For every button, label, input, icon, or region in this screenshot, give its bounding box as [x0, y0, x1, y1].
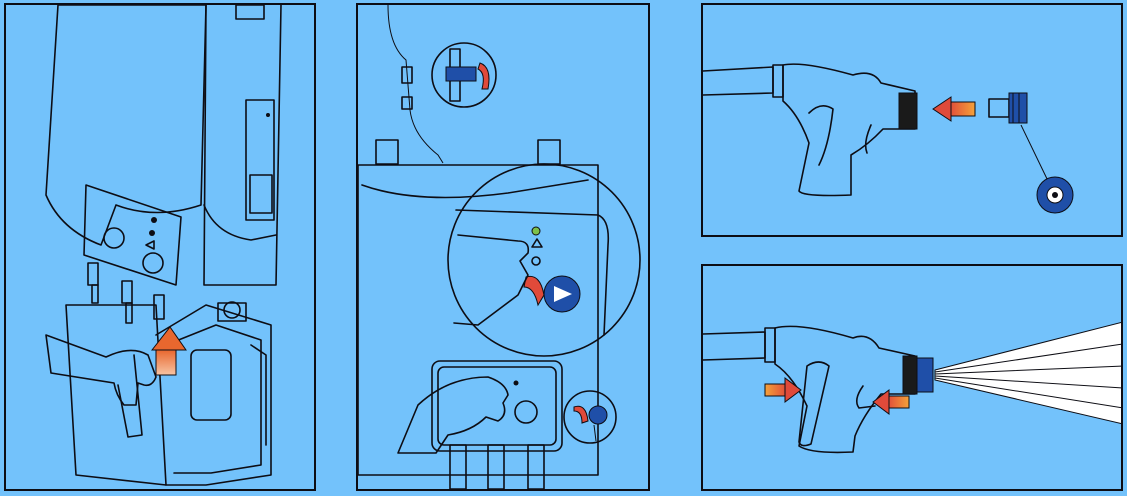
spray-gun-icon: [782, 63, 918, 197]
callout-line: [1020, 124, 1050, 184]
knob-icon: [103, 227, 125, 249]
water-spray-icon: [934, 321, 1121, 425]
spray-gun-icon: [774, 325, 934, 454]
arrow-left-icon: [872, 389, 910, 415]
magnified-control-panel: [447, 163, 641, 357]
nozzle-icon: [916, 357, 934, 393]
trigger: [798, 361, 830, 447]
washer-unit-body: [45, 5, 282, 286]
arrow-right-icon: [764, 377, 802, 403]
rotate-arrow-icon: [573, 405, 589, 424]
water-tank: [65, 301, 272, 486]
rotate-arrow-icon: [523, 275, 545, 307]
water-tube: [387, 5, 444, 164]
nozzle-icon: [988, 92, 1028, 124]
rotate-arrow-icon: [477, 62, 490, 90]
hand-icon: [397, 376, 509, 454]
arrow-left-icon: [932, 96, 976, 122]
indicator-light: [531, 226, 541, 236]
panel-spray: [701, 264, 1123, 491]
knob-icon: [514, 400, 538, 424]
washer-unit-front: [358, 139, 599, 489]
hose-fittings: [449, 444, 545, 489]
panel-press-knob: [356, 3, 650, 491]
panel-connect-hose: [4, 3, 316, 491]
panel-insert-nozzle: [701, 3, 1123, 237]
arrow-up-icon: [150, 326, 187, 376]
valve-icon: [431, 42, 497, 108]
hose-fittings: [87, 262, 165, 324]
hand-icon: [45, 334, 157, 438]
control-panel: [83, 184, 182, 286]
hand-icon: [453, 234, 530, 326]
nozzle-end-view-icon: [1036, 176, 1074, 214]
knob-detail-inset: [563, 390, 617, 444]
